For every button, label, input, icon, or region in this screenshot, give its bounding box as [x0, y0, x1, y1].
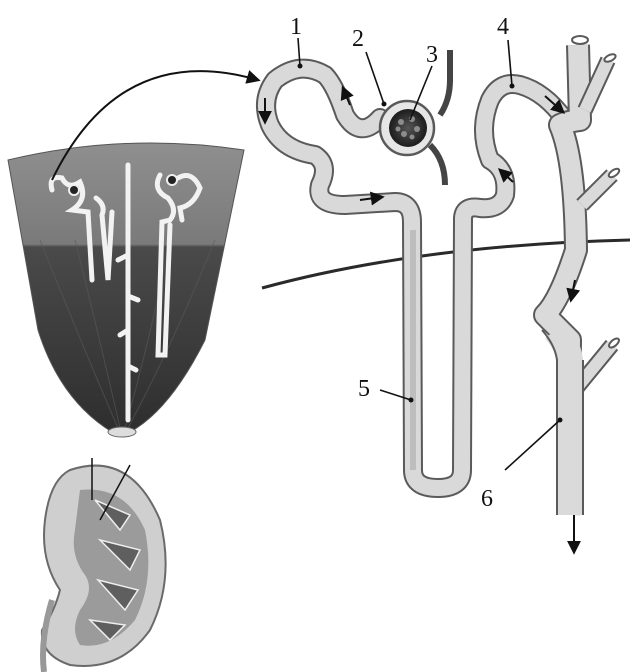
glomerulus [389, 109, 427, 147]
mini-glomerulus-right [167, 175, 177, 185]
label-4: 4 [497, 14, 509, 40]
leader-6 [505, 420, 560, 470]
label-2: 2 [352, 26, 364, 52]
label-5: 5 [358, 376, 370, 402]
label-3: 3 [426, 42, 438, 68]
arteriole-afferent [430, 145, 445, 185]
label-1: 1 [290, 14, 302, 40]
leader-2 [366, 52, 384, 104]
papilla-openings [108, 427, 136, 437]
nephron [266, 50, 565, 488]
arteriole-efferent [440, 50, 450, 115]
mini-glomerulus-left [69, 185, 79, 195]
label-6: 6 [481, 486, 493, 512]
kidney-section [42, 458, 166, 672]
renal-pyramid [8, 143, 244, 437]
